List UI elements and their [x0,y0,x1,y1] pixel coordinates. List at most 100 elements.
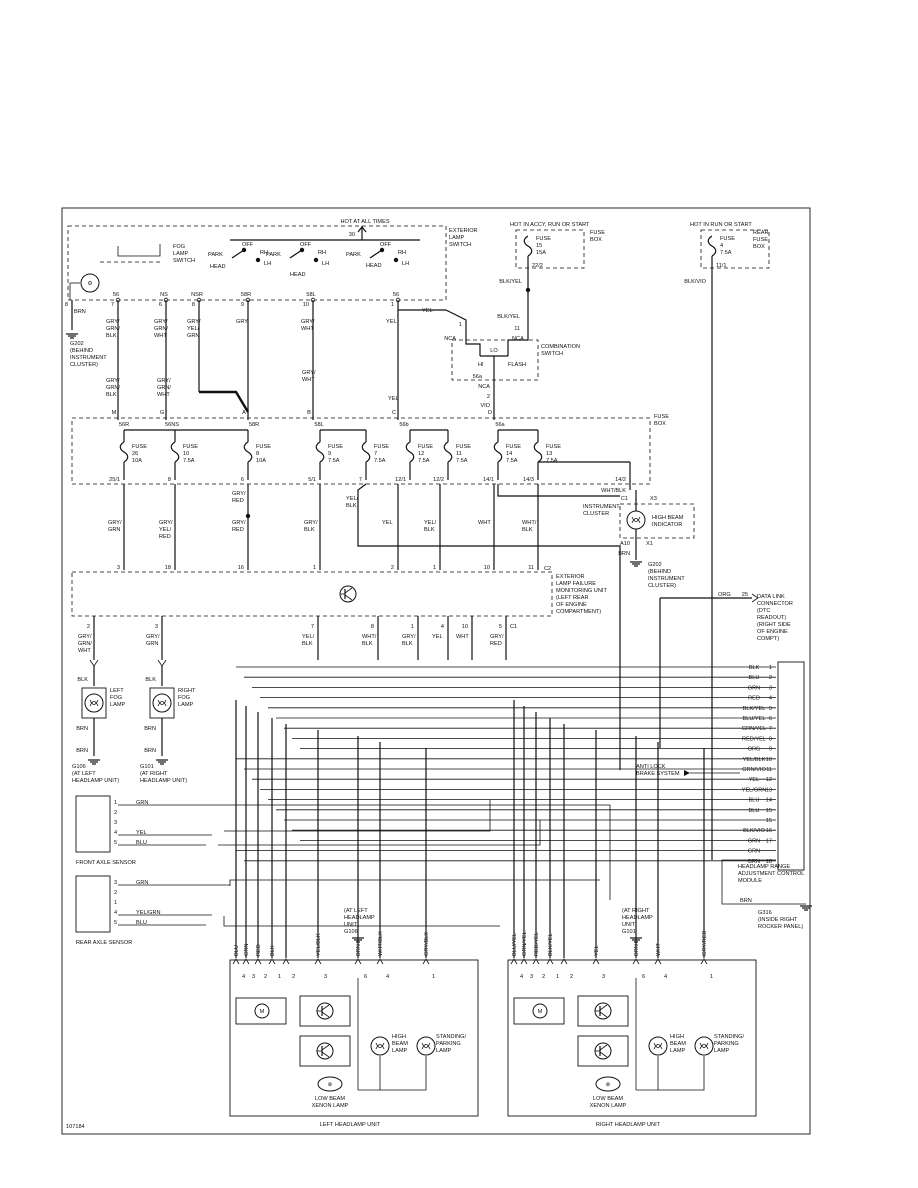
data-link-label: OF ENGINE [757,629,788,635]
high-beam-label: LAMP [392,1048,408,1054]
fuse-out-pin: 7 [359,477,362,483]
lower-wire-label: BLK [522,527,533,533]
rear-fuse-box-title: REAR [753,230,769,236]
connector-wire: BLK/YEL [548,933,554,956]
fuse-13-label: FUSE [546,444,561,450]
fuse-10-label: 10 [183,451,189,457]
data-link-arrow-icon [751,593,759,603]
hrm-pin: 15 [766,818,772,824]
ground-g316-icon [800,905,812,911]
switch-off-label: OFF [300,242,312,248]
connector-wire: GRN [244,944,250,956]
cluster-a10: A10 [620,541,630,547]
parking-label: STANDING/ [714,1034,744,1040]
comb-hi: HI [478,362,484,368]
fog-wire-bot2: BRN [76,748,88,754]
front_sensor-label: FRONT AXLE SENSOR [76,860,136,866]
fuse-7-icon [361,441,371,463]
failure-module-pin: 10 [484,565,490,571]
parking-label: LAMP [436,1048,452,1054]
connector-wire: GRN/YEL [522,931,528,956]
mid-wire-label: GRY/ [302,370,316,376]
fuse-11-label: 7.5A [456,458,468,464]
switch-pivot [379,247,385,253]
comb-vio: VIO [480,403,490,409]
hrm-pin: 11 [766,767,772,773]
ext-switch-wire-color: GRY [236,319,248,325]
connector-pin: 2 [264,974,267,980]
data-link-label: (DTC [757,608,770,614]
hrm-pin: 1 [769,665,772,671]
comb-feed [507,328,529,356]
xenon-control-box [299,995,351,1027]
high-beam-indicator-icon [626,510,646,530]
g202-cluster-label: INSTRUMENT [648,576,685,582]
connector-icon [520,958,528,965]
switch-off-label: OFF [380,242,392,248]
fuse-14-label: FUSE [506,444,521,450]
switch-terminal [255,257,261,263]
fuse-4-label: 4 [720,243,723,249]
hrm-pin: 3 [769,685,772,691]
connector-pin: 6 [364,974,367,980]
fuse-out-pin: 6 [241,477,244,483]
right_fog-ground-label: (AT RIGHT [140,771,168,777]
connector-icon [268,958,276,965]
left_ground-label: HEADLAMP [344,915,375,921]
switch-lh-label: LH [322,261,329,267]
lower-wire-label: WHT [478,520,491,526]
module-output-wire: BLK [402,641,413,647]
fuse-out-pin: 8 [168,477,171,483]
connector-icon [254,958,262,965]
connector-icon [157,659,167,667]
module-output-pin: 8 [371,624,374,630]
failure-module-pin: 18 [165,565,171,571]
data-link-label: (RIGHT SIDE [757,622,791,628]
lower-wire-label: GRN [108,527,120,533]
fog-wire-top: BLK [77,677,88,683]
yel-to-comb [445,309,467,328]
fuse-14-label: 14 [506,451,512,457]
data-link-pin: 25 [742,592,748,598]
hrm-ground-wire [721,859,806,905]
fuse-12-label: 12 [418,451,424,457]
switch-pivot [299,247,305,253]
switch-park-label: PARK [346,252,361,258]
fuse-26-label: 10A [132,458,142,464]
connector-icon [546,958,554,965]
fog-lamp-switch-label: LAMP [173,251,189,257]
switch-terminal [313,257,319,263]
front-blu-route [218,820,541,846]
sensor-pin: 1 [114,800,117,806]
instrument-cluster-label: INSTRUMENT [583,504,620,510]
connector-wire: BRN [634,944,640,956]
high-beam-indicator-label: INDICATOR [652,522,682,528]
fuse-11-label: FUSE [456,444,471,450]
fuse-26-label: 26 [132,451,138,457]
switch-park-label: PARK [208,252,223,258]
g202-top-label: G202 [70,341,84,347]
comb-flash: FLASH [508,362,526,368]
xenon-igniter-box [577,1035,629,1067]
connector-wire: BRN [356,944,362,956]
front_sensor-box [75,795,111,853]
lower-wire-label: BLK [304,527,315,533]
connector-icon [242,958,250,965]
fuse-13-icon [533,441,543,463]
connector-pin: 3 [602,974,605,980]
lower-wire-label: YEL/ [159,527,172,533]
fuse-11-label: 11 [456,451,462,457]
high-beam-bulb-icon [648,1036,668,1056]
main-fuse-box-title: BOX [654,421,666,427]
bulb-filament-icon [421,1042,431,1050]
switch-contact-icon [369,249,383,259]
hrm-wire: GRN/VIO [742,767,766,773]
mid-wire-label: WHT [302,377,315,383]
ext-switch-wire-color: BLK [106,333,117,339]
transistor-emitter [599,1051,608,1058]
hrm-wire: YEL [749,777,760,783]
fuse-box-15 [515,229,585,269]
hrm-wire: BLK [749,665,760,671]
sensor-pin: 4 [114,830,117,836]
